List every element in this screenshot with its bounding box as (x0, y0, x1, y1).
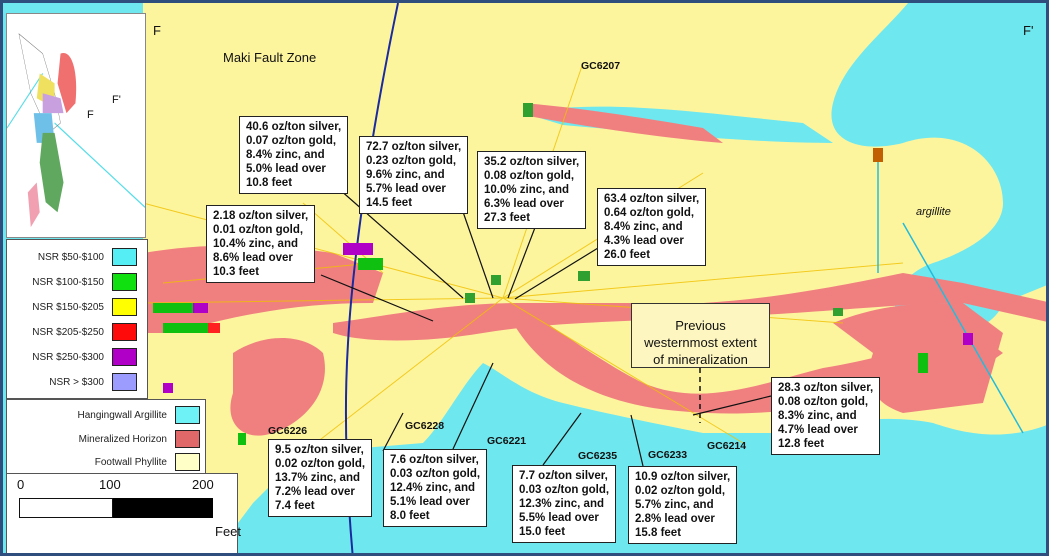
legend-item: NSR $100-$150 (32, 273, 137, 291)
legend-item: NSR $150-$205 (32, 298, 137, 316)
drill-hole-label: GC6207 (581, 60, 621, 72)
legend-item: NSR $250-$300 (32, 348, 137, 366)
inset-section-label: F (87, 109, 94, 121)
legend-item: NSR > $300 (49, 373, 137, 391)
assay-callout: 7.7 oz/ton silver,0.03 oz/ton gold,12.3%… (512, 465, 617, 543)
assay-callout: 40.6 oz/ton silver,0.07 oz/ton gold,8.4%… (239, 116, 349, 194)
legend-swatch (112, 373, 137, 391)
rock-unit-legend: Hangingwall Argillite Mineralized Horizo… (6, 399, 206, 474)
scale-tick: 0 (17, 477, 25, 492)
inset-section-label-end: F' (112, 94, 121, 106)
mineralized-horizon (230, 338, 325, 436)
drill-hole-label: GC6221 (487, 435, 527, 447)
legend-item: Mineralized Horizon (79, 430, 200, 448)
mineralized-horizon (523, 103, 723, 143)
scale-bar: 0 100 200 Feet (6, 473, 242, 553)
drill-hole-label: GC6226 (268, 425, 308, 437)
legend-item: NSR $50-$100 (38, 248, 137, 266)
argillite-label: argillite (916, 206, 951, 218)
legend-item: Hangingwall Argillite (78, 406, 200, 424)
legend-swatch (112, 298, 137, 316)
assay-callout: 2.18 oz/ton silver,0.01 oz/ton gold,10.4… (206, 205, 316, 283)
nsr-core-samples (153, 103, 973, 445)
section-label-f: F (153, 23, 161, 38)
legend-item: NSR $205-$250 (32, 323, 137, 341)
legend-swatch (175, 430, 200, 448)
section-label-f-prime: F' (1023, 23, 1034, 38)
scale-tick: 100 (99, 477, 121, 492)
scale-unit: Feet (215, 524, 242, 539)
nsr-legend: NSR $50-$100 NSR $100-$150 NSR $150-$205… (6, 239, 148, 399)
legend-swatch (112, 273, 137, 291)
assay-callout: 63.4 oz/ton silver,0.64 oz/ton gold,8.4%… (597, 188, 707, 266)
maki-fault-zone-label: Maki Fault Zone (223, 50, 317, 65)
scale-segment-white (19, 498, 113, 518)
legend-swatch (175, 453, 200, 471)
drill-hole-label: GC6235 (578, 450, 618, 462)
legend-swatch (175, 406, 200, 424)
assay-callout: 35.2 oz/ton silver,0.08 oz/ton gold,10.0… (477, 151, 587, 229)
legend-swatch (112, 348, 137, 366)
legend-item: Footwall Phyllite (95, 453, 200, 471)
location-inset-map: F F' (6, 13, 146, 238)
drill-hole-label: GC6228 (405, 420, 445, 432)
legend-swatch (112, 248, 137, 266)
scale-tick: 200 (192, 477, 214, 492)
assay-callout: 72.7 oz/ton silver,0.23 oz/ton gold,9.6%… (359, 136, 469, 214)
legend-swatch (112, 323, 137, 341)
scale-segment-black (113, 498, 213, 518)
drill-hole-label: GC6214 (707, 440, 747, 452)
assay-callout: 28.3 oz/ton silver,0.08 oz/ton gold,8.3%… (771, 377, 881, 455)
assay-callout: 10.9 oz/ton silver,0.02 oz/ton gold,5.7%… (628, 466, 738, 544)
assay-callout: 9.5 oz/ton silver,0.02 oz/ton gold,13.7%… (268, 439, 373, 517)
assay-callout: 7.6 oz/ton silver,0.03 oz/ton gold,12.4%… (383, 449, 488, 527)
drill-hole-label: GC6233 (648, 449, 688, 461)
